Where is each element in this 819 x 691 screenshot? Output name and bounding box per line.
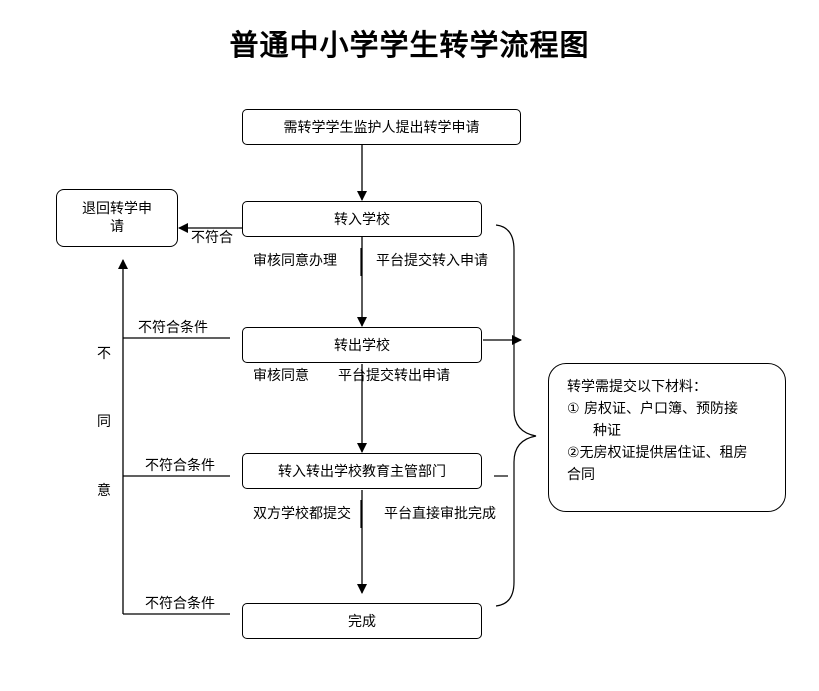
dept-platform-label: 平台直接审批完成	[384, 506, 496, 522]
transfer-out-label: 转出学校	[334, 338, 390, 354]
transfer-in-box: 转入学校	[242, 201, 482, 237]
returned-label: 退回转学申请	[82, 201, 152, 235]
condition-label-dept: 不符合条件	[145, 458, 215, 474]
education-dept-label: 转入转出学校教育主管部门	[278, 464, 446, 480]
materials-item-1: ① 房权证、户口簿、预防接	[567, 401, 739, 417]
materials-item-2-cont: 合同	[567, 467, 595, 483]
out-review-label: 审核同意	[253, 368, 309, 384]
condition-label-complete: 不符合条件	[145, 596, 215, 612]
materials-item-2: ②无房权证提供居住证、租房	[567, 445, 748, 461]
disagree-char-2: 同	[97, 414, 111, 430]
apply-label: 需转学学生监护人提出转学申请	[283, 120, 480, 136]
page-title: 普通中小学学生转学流程图	[229, 28, 590, 62]
disagree-char-1: 不	[97, 346, 111, 362]
out-platform-label: 平台提交转出申请	[338, 368, 450, 384]
education-dept-box: 转入转出学校教育主管部门	[242, 453, 482, 489]
not-meet-label: 不符合	[191, 230, 233, 246]
materials-item-1-cont: 种证	[593, 423, 621, 439]
transfer-in-label: 转入学校	[334, 212, 390, 228]
condition-label-out: 不符合条件	[138, 320, 208, 336]
returned-box: 退回转学申请	[56, 189, 178, 247]
in-review-label: 审核同意办理	[253, 253, 337, 269]
transfer-out-box: 转出学校	[242, 327, 482, 363]
right-brace	[495, 224, 537, 607]
apply-box: 需转学学生监护人提出转学申请	[242, 109, 521, 145]
complete-box: 完成	[242, 603, 482, 639]
complete-label: 完成	[348, 614, 376, 630]
dept-both-label: 双方学校都提交	[253, 506, 351, 522]
materials-heading: 转学需提交以下材料：	[567, 379, 707, 395]
disagree-char-3: 意	[97, 483, 111, 499]
in-platform-label: 平台提交转入申请	[376, 253, 488, 269]
materials-box: 转学需提交以下材料： ① 房权证、户口簿、预防接 种证 ②无房权证提供居住证、租…	[548, 363, 786, 512]
